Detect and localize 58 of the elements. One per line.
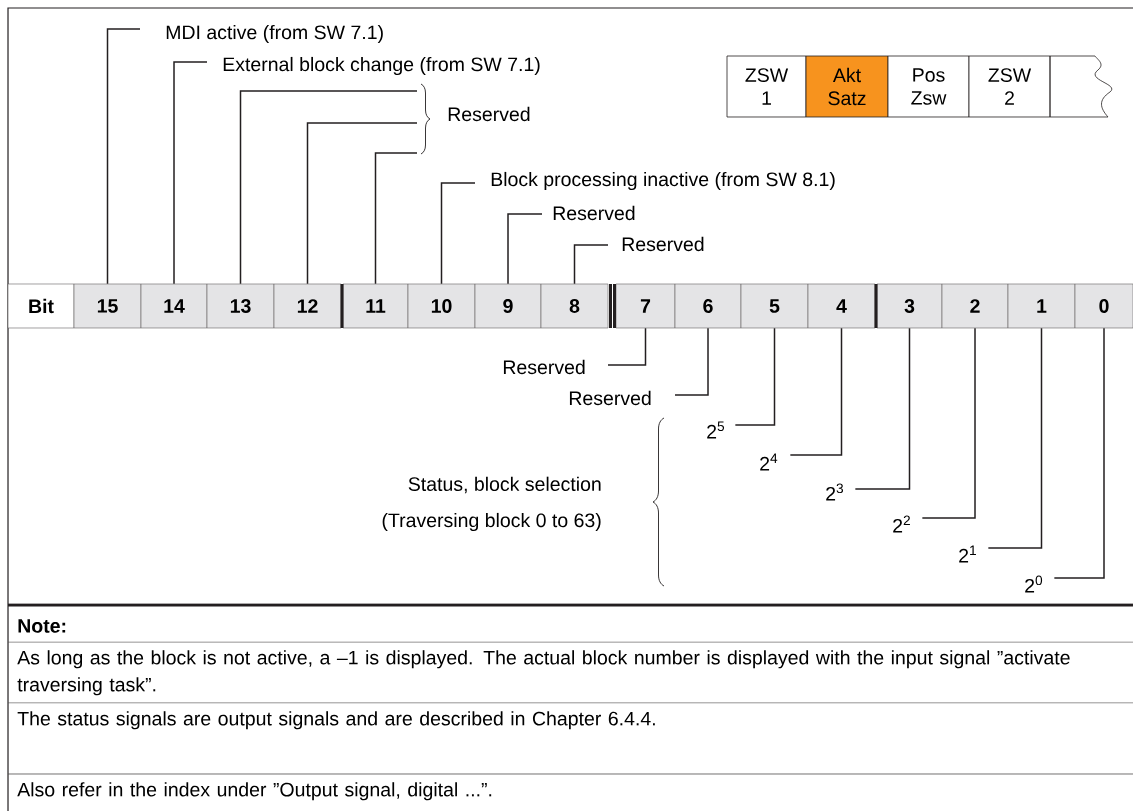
callout-text: 2$^{1}$ <box>959 545 976 563</box>
callout-text: External block change (from SW 7.1) <box>223 56 540 76</box>
leader-line <box>239 90 418 285</box>
callout-text: Reserved <box>553 205 635 221</box>
note-text: As long as the block is not active, a –1 is displayed. The actual block number is displayed with the input signal ”activate traversing task”. <box>17 650 1070 696</box>
bit-cell: 0 <box>1074 283 1133 329</box>
leader-line <box>507 213 543 285</box>
callout-text: 2$^{0}$ <box>1025 575 1043 593</box>
callout-text: Reserved <box>569 390 651 406</box>
leader-line <box>374 152 418 285</box>
bit-cell: 2 <box>941 283 1009 329</box>
callout-text: Reserved <box>622 236 704 252</box>
leader-line <box>789 327 843 456</box>
leader-line <box>173 61 208 285</box>
leader-line <box>987 327 1043 549</box>
bit-cell: 9 <box>474 283 542 329</box>
leader-line <box>440 182 476 285</box>
leader-line <box>854 327 911 490</box>
bit-cell: Bit <box>7 283 75 329</box>
callout-text: 2$^{3}$ <box>826 483 844 501</box>
bit-cell: 15 <box>73 283 142 329</box>
leader-line <box>573 244 609 285</box>
braced-label: Reserved <box>420 83 530 155</box>
bit-cell: 14 <box>140 283 208 329</box>
bit-cell: 3 <box>876 283 943 329</box>
leader-line <box>106 28 141 285</box>
callout-text: MDI active (from SW 7.1) <box>166 24 383 44</box>
leader-line <box>921 327 976 519</box>
callout-text: 2$^{4}$ <box>760 453 778 471</box>
bit-cell: 8 <box>540 283 609 329</box>
group-label: (Traversing block 0 to 63) <box>382 512 601 532</box>
callout-text: Reserved <box>503 359 585 375</box>
word-cell: ZSW 2 <box>968 55 1051 118</box>
bit-cell: 4 <box>807 283 876 329</box>
bit-cell: 1 <box>1007 283 1076 329</box>
word-cell: Pos Zsw <box>887 55 970 118</box>
note-heading: Note: <box>18 619 66 633</box>
bit-cell: 7 <box>615 283 676 329</box>
leader-line <box>674 327 709 396</box>
note-text: The status signals are output signals and are described in Chapter 6.4.4. <box>17 711 655 730</box>
word-cell: ZSW 1 <box>726 55 807 118</box>
bit-cell: 6 <box>674 283 742 329</box>
bit-cell: 5 <box>740 283 809 329</box>
note-text: Also refer in the index under ”Output signal, digital ...”. <box>17 782 492 801</box>
group-label: Status, block selection <box>408 476 601 494</box>
callout-text: 2$^{5}$ <box>707 421 725 439</box>
leader-line <box>1053 327 1105 579</box>
word-cell: Akt Satz <box>805 55 889 118</box>
callout-text: 2$^{2}$ <box>893 515 910 533</box>
leader-line <box>306 122 418 285</box>
callout-text: Block processing inactive (from SW 8.1) <box>491 171 835 191</box>
bit-cell: 13 <box>206 283 275 329</box>
bit-cell: 12 <box>273 283 342 329</box>
torn-box <box>1049 55 1113 118</box>
leader-line <box>607 327 647 366</box>
bit-cell: 11 <box>342 283 409 329</box>
bit-cell: 10 <box>407 283 476 329</box>
leader-line <box>734 327 776 426</box>
